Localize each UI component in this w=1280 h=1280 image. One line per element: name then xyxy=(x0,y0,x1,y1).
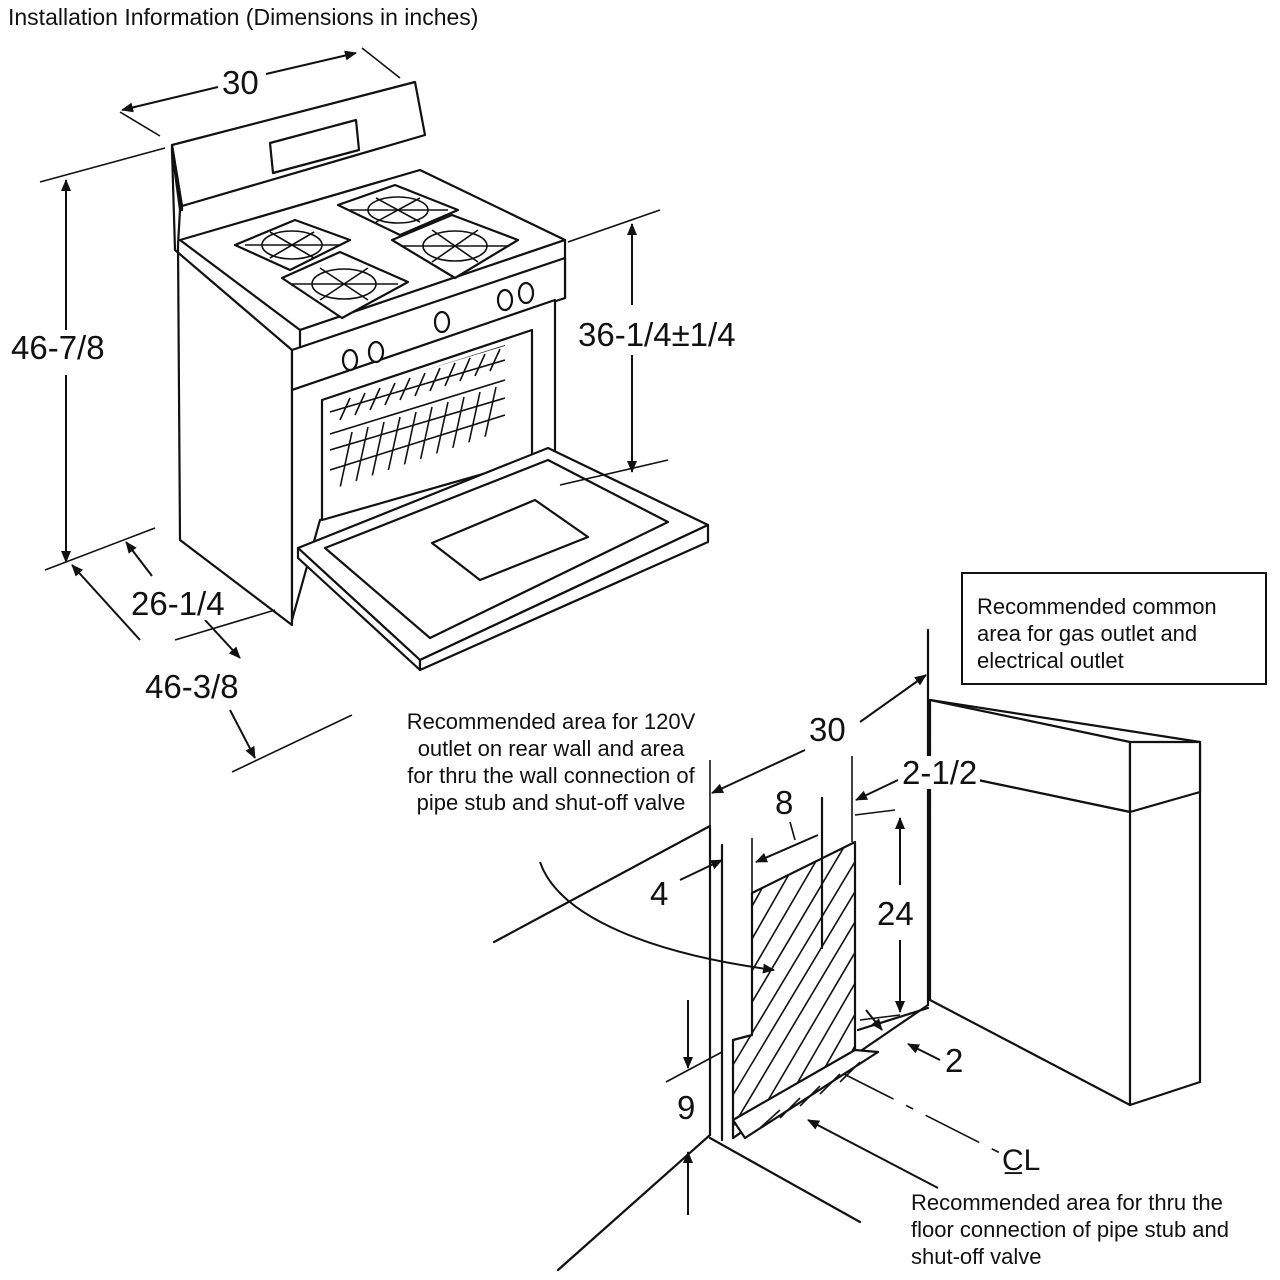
dim-bottom-height: 9 xyxy=(674,1091,699,1124)
control-knob xyxy=(433,310,451,334)
oven-racks xyxy=(330,345,505,489)
dim-floor-offset: 2 xyxy=(942,1044,967,1077)
dim-cooktop-height: 36-1/4±1/4 xyxy=(575,318,739,351)
burner-grates xyxy=(233,183,520,320)
recommended-area-hatched xyxy=(731,840,857,1140)
control-knob xyxy=(367,340,385,364)
floor-area-hatched xyxy=(731,1048,880,1140)
dim-wall-width: 30 xyxy=(806,713,849,746)
range-dimension-lines xyxy=(39,47,669,773)
dim-area-height: 24 xyxy=(874,897,917,930)
display-panel xyxy=(268,118,361,175)
dim-depth: 26-1/4 xyxy=(128,587,228,620)
page-title: Installation Information (Dimensions in … xyxy=(8,4,479,30)
floor-area-note: Recommended area for thru the floor conn… xyxy=(911,1190,1230,1269)
common-area-note: Recommended common area for gas outlet a… xyxy=(977,594,1217,673)
dim-range-width: 30 xyxy=(219,66,262,99)
control-panel xyxy=(290,256,567,392)
dim-outlet-area-width: 8 xyxy=(772,786,797,819)
door-window xyxy=(430,498,590,582)
common-area-note-box: Recommended common area for gas outlet a… xyxy=(961,572,1267,685)
range-illustration xyxy=(170,80,710,672)
rear-wall-area-note: Recommended area for 120V outlet on rear… xyxy=(406,709,696,815)
dim-depth-door-open: 46-3/8 xyxy=(142,670,242,703)
dim-left-offset: 4 xyxy=(647,877,672,910)
dim-overall-height: 46-7/8 xyxy=(8,331,108,364)
centerline-symbol: C̲L xyxy=(1002,1144,1041,1177)
control-knob xyxy=(496,288,514,312)
range-side-panel xyxy=(170,148,294,627)
control-knob xyxy=(341,348,359,372)
dim-side-offset: 2-1/2 xyxy=(899,756,981,789)
control-knob xyxy=(517,281,535,305)
